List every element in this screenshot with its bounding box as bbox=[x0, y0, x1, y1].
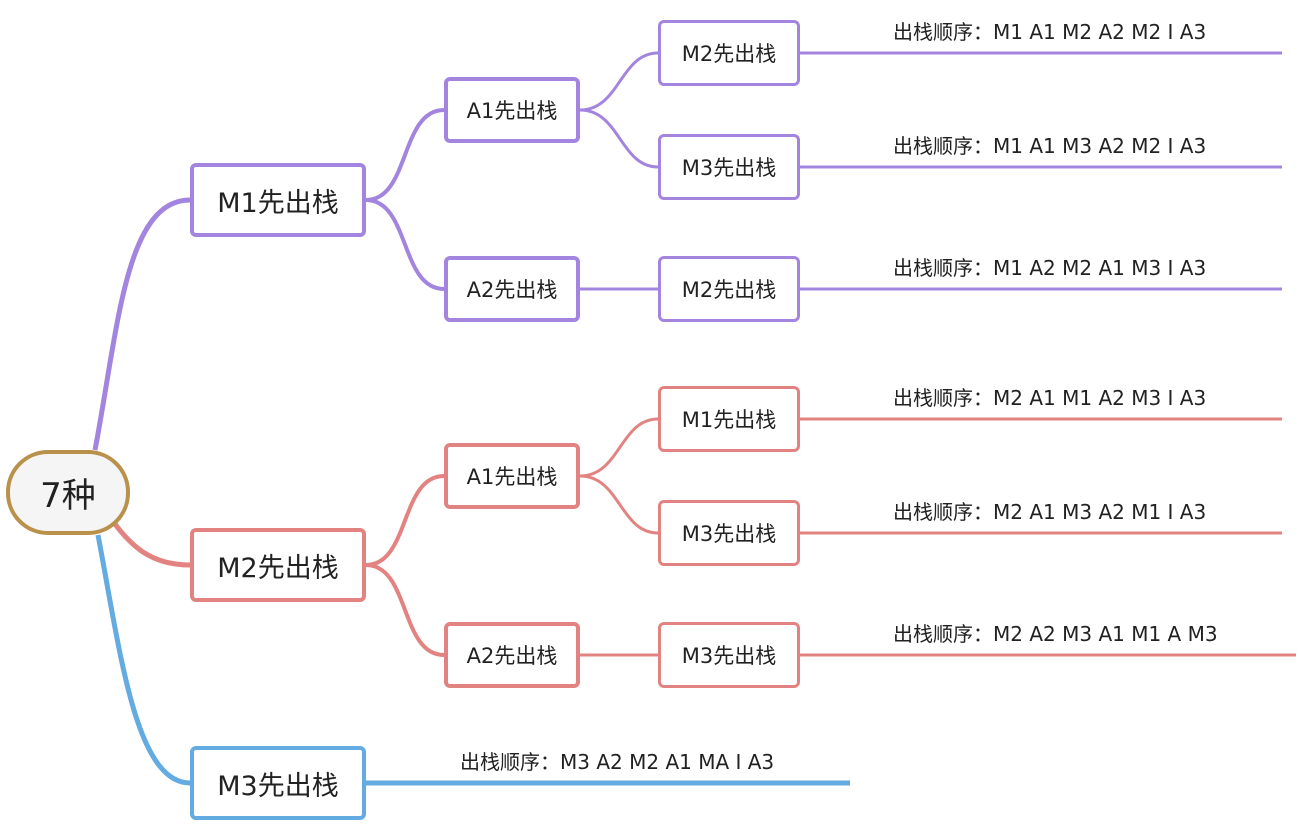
order-label-6: 出栈顺序：M2 A2 M3 A1 M1 A M3 bbox=[893, 622, 1218, 646]
link-m1a1-m2 bbox=[579, 51, 659, 112]
link-m2a1-m3 bbox=[579, 474, 659, 535]
node-m1-a1-m2[interactable]: M2先出栈 bbox=[658, 20, 800, 86]
link-m1-a2 bbox=[365, 198, 445, 291]
order-label-2: 出栈顺序：M1 A1 M3 A2 M2 I A3 bbox=[893, 134, 1207, 158]
node-m3[interactable]: M3先出栈 bbox=[190, 746, 366, 820]
order-label-3: 出栈顺序：M1 A2 M2 A1 M3 I A3 bbox=[893, 256, 1207, 280]
link-m1a1-m3 bbox=[579, 108, 659, 169]
link-root-m3 bbox=[95, 534, 191, 786]
link-m2-a1 bbox=[365, 474, 445, 567]
link-root-m1 bbox=[92, 197, 191, 451]
order-label-7: 出栈顺序：M3 A2 M2 A1 MA I A3 bbox=[460, 750, 775, 774]
node-m1-a2-m2[interactable]: M2先出栈 bbox=[658, 256, 800, 322]
order-label-1: 出栈顺序：M1 A1 M2 A2 M2 I A3 bbox=[893, 20, 1207, 44]
order-label-5: 出栈顺序：M2 A1 M3 A2 M1 I A3 bbox=[893, 500, 1207, 524]
node-m2-a2[interactable]: A2先出栈 bbox=[444, 622, 580, 688]
node-m2-a1[interactable]: A1先出栈 bbox=[444, 443, 580, 509]
node-m2-a1-m3[interactable]: M3先出栈 bbox=[658, 500, 800, 566]
link-m2-a2 bbox=[365, 563, 445, 657]
root-node[interactable]: 7种 bbox=[6, 450, 130, 535]
link-m2a1-m1 bbox=[579, 417, 659, 478]
link-m1-a1 bbox=[365, 108, 445, 202]
order-label-4: 出栈顺序：M2 A1 M1 A2 M3 I A3 bbox=[893, 386, 1207, 410]
node-m1-a1-m3[interactable]: M3先出栈 bbox=[658, 134, 800, 200]
link-root-m2 bbox=[109, 518, 191, 568]
node-m1[interactable]: M1先出栈 bbox=[190, 163, 366, 237]
node-m2-a1-m1[interactable]: M1先出栈 bbox=[658, 386, 800, 452]
node-m2-a2-m3[interactable]: M3先出栈 bbox=[658, 622, 800, 688]
node-m2[interactable]: M2先出栈 bbox=[190, 528, 366, 602]
node-m1-a1[interactable]: A1先出栈 bbox=[444, 77, 580, 143]
node-m1-a2[interactable]: A2先出栈 bbox=[444, 256, 580, 322]
